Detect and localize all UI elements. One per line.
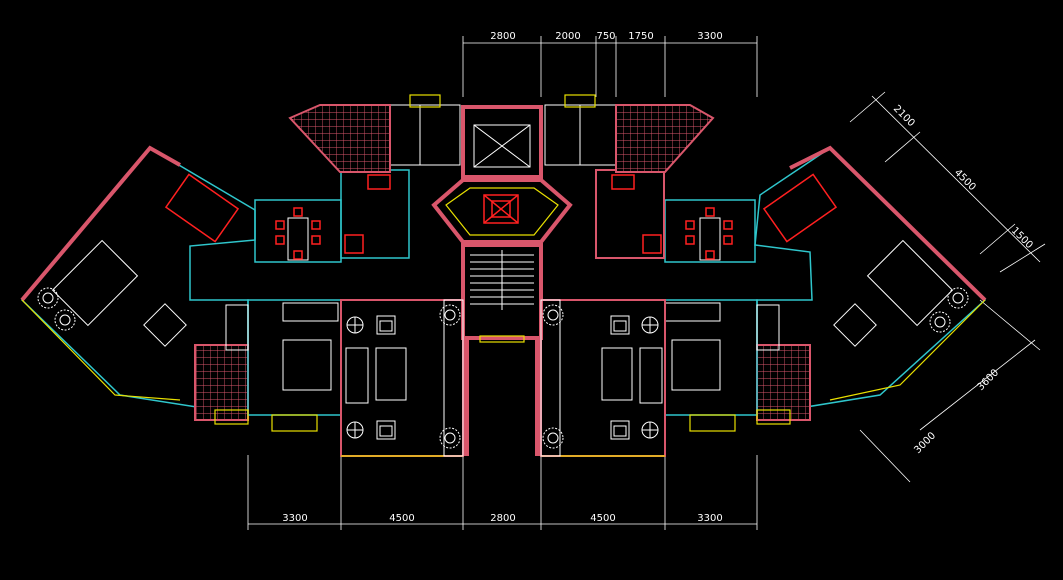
top-dimension-chain xyxy=(462,36,758,97)
right-dim-3: 1500 xyxy=(1009,225,1035,251)
dining-table-left xyxy=(287,217,309,261)
top-dim-3: 750 xyxy=(596,31,615,42)
double-bed-left xyxy=(282,339,332,391)
top-dim-1: 2800 xyxy=(490,31,515,42)
bed-left-diagonal xyxy=(51,239,139,327)
bottom-windows xyxy=(214,409,791,432)
right-dim-5: 3000 xyxy=(912,430,938,456)
balcony-right-lower xyxy=(756,344,811,421)
right-dim-2: 4500 xyxy=(952,167,978,193)
bed-right-diagonal xyxy=(866,239,954,327)
top-dim-2: 2000 xyxy=(555,31,580,42)
bottom-dim-4: 4500 xyxy=(590,513,615,524)
sofa-left xyxy=(345,347,369,404)
bottom-dim-3: 2800 xyxy=(490,513,515,524)
right-dim-1: 2100 xyxy=(891,103,917,129)
balcony-right-top xyxy=(615,104,715,173)
bottom-dim-1: 3300 xyxy=(282,513,307,524)
central-core xyxy=(431,105,573,456)
bottom-dim-2: 4500 xyxy=(389,513,414,524)
top-dim-4: 1750 xyxy=(628,31,653,42)
double-bed-right xyxy=(671,339,721,391)
right-dimension-chain xyxy=(849,91,1046,483)
bottom-dim-5: 3300 xyxy=(697,513,722,524)
sofa-right xyxy=(639,347,663,404)
staircase xyxy=(470,250,534,310)
bottom-dimension-chain xyxy=(247,455,758,530)
top-dim-5: 3300 xyxy=(697,31,722,42)
dining-table-right xyxy=(699,217,721,261)
right-dim-4: 3600 xyxy=(975,367,1001,393)
coffee-table-right xyxy=(601,347,633,401)
left-unit xyxy=(20,94,464,457)
right-unit xyxy=(540,94,987,457)
balcony-left-top xyxy=(288,104,391,173)
balcony-left-lower xyxy=(194,344,249,421)
coffee-table-left xyxy=(375,347,407,401)
